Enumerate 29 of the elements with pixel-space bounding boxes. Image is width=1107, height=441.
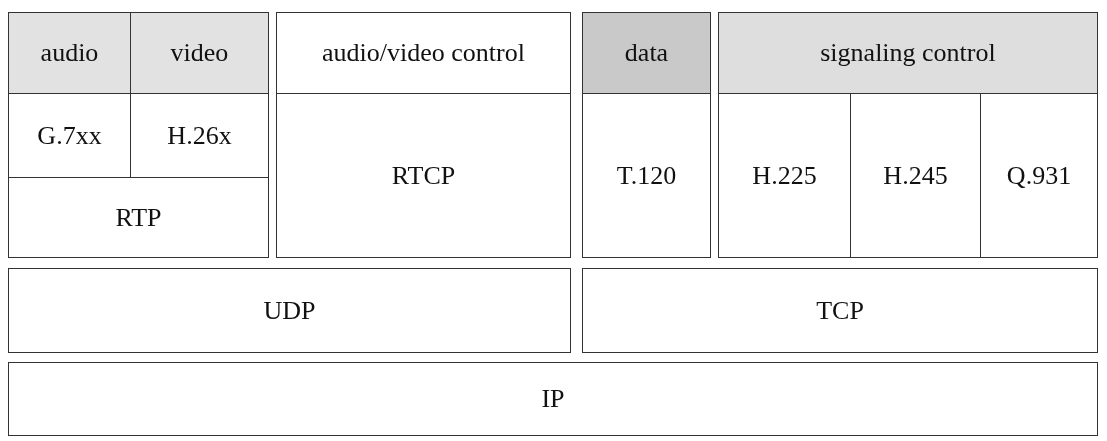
layer-box [8,362,1098,436]
layer-label: T.120 [616,160,677,191]
layer-label: TCP [816,295,864,326]
layer-box [8,177,269,258]
layer-box [718,93,851,258]
layer-label: G.7xx [37,120,102,151]
layer-box [276,93,571,258]
layer-label: H.225 [752,160,817,191]
layer-box [582,93,711,258]
layer-label: data [624,38,669,68]
layer-label: IP [541,384,565,414]
layer-label: H.26x [167,120,232,151]
layer-label: RTP [115,202,162,233]
layer-box [276,12,571,94]
layer-box [130,12,269,94]
layer-box [8,268,571,353]
layer-label: RTCP [391,160,456,191]
layer-label: video [170,38,229,68]
layer-box [582,12,711,94]
layer-label: audio [40,38,99,68]
layer-box [8,12,131,94]
layer-label: UDP [263,295,316,326]
layer-box [718,12,1098,94]
layer-box [980,93,1098,258]
layer-label: signaling control [820,38,996,68]
layer-label: audio/video control [322,38,525,68]
layer-box [582,268,1098,353]
layer-label: H.245 [883,160,948,191]
layer-label: Q.931 [1006,160,1072,191]
